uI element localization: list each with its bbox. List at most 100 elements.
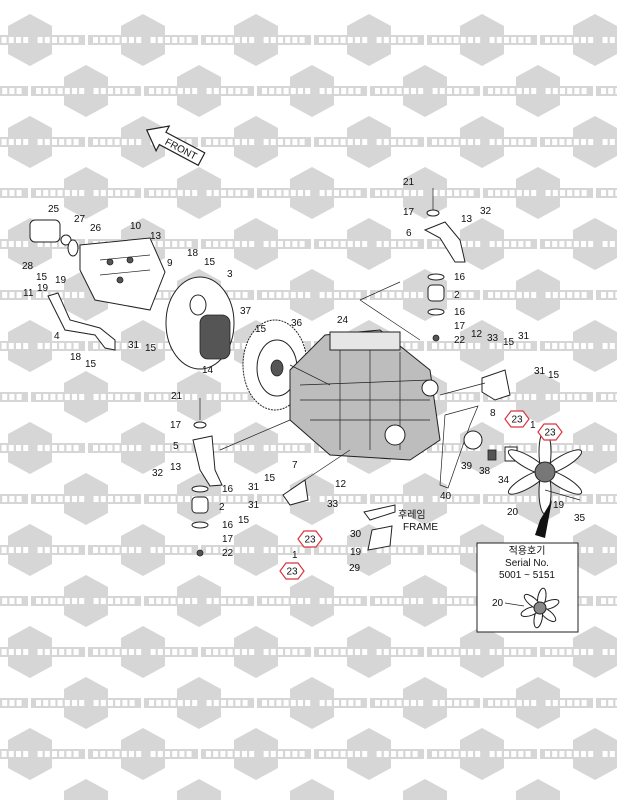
watermark-logo <box>314 728 424 780</box>
part-callout: 1 <box>292 550 298 561</box>
part-callout: 32 <box>480 206 492 217</box>
inset-pointer <box>535 500 552 538</box>
mount-bracket-right <box>481 369 511 401</box>
part-callout: 32 <box>152 468 164 479</box>
frame-label-korean: 후레임 <box>398 508 426 521</box>
watermark-logo <box>31 65 141 117</box>
part-callout: 38 <box>479 466 491 477</box>
part-callout: 16 <box>454 307 466 318</box>
watermark-logo <box>403 779 447 800</box>
watermark-logo <box>290 779 334 800</box>
watermark-logo <box>370 677 480 729</box>
part-callout: 21 <box>403 177 415 188</box>
mount-bracket-left <box>282 479 309 506</box>
watermark-logo <box>144 575 254 627</box>
part-callout: 16 <box>454 272 466 283</box>
part-callout: 16 <box>222 484 234 495</box>
part-callout: 31 <box>518 331 530 342</box>
front-arrow: FRONT <box>145 125 206 167</box>
watermark-logo <box>540 116 617 168</box>
watermark-logo <box>201 116 311 168</box>
watermark-logo <box>483 371 593 423</box>
part-callout: 28 <box>22 261 34 272</box>
part-callout: 12 <box>335 479 347 490</box>
part-callout: 17 <box>170 420 182 431</box>
part-callout: 5 <box>173 441 179 452</box>
watermark-logo <box>31 371 141 423</box>
watermark-logo <box>201 14 311 66</box>
part-callout: 24 <box>337 315 349 326</box>
watermark-logo <box>483 65 593 117</box>
highlighted-part-label: 23 <box>511 415 523 426</box>
watermark-logo <box>88 422 198 474</box>
watermark-logo <box>483 167 593 219</box>
watermark-logo <box>201 218 311 270</box>
watermark-logo <box>314 14 424 66</box>
part-callout: 13 <box>170 462 182 473</box>
hydraulic-pump <box>29 219 166 311</box>
part-callout: 6 <box>406 228 412 239</box>
part-callout: 1 <box>530 420 536 431</box>
watermark-logo <box>0 728 85 780</box>
fan-pulley <box>463 430 483 450</box>
watermark-logo <box>370 575 480 627</box>
watermark-logo <box>540 626 617 678</box>
part-callout: 22 <box>222 548 234 559</box>
watermark-logo <box>427 218 537 270</box>
watermark-logo <box>0 290 28 300</box>
watermark-logo <box>596 290 617 300</box>
highlighted-part-callout: 23 <box>297 530 323 548</box>
watermark-logo <box>257 269 367 321</box>
watermark-logo <box>483 269 593 321</box>
watermark-logo <box>427 14 537 66</box>
part-callout: 15 <box>145 343 157 354</box>
watermark-logo <box>88 728 198 780</box>
part-callout: 39 <box>461 461 473 472</box>
part-callout: 34 <box>498 475 510 486</box>
watermark-logo <box>0 524 85 576</box>
watermark-logo <box>596 698 617 708</box>
part-callout: 30 <box>350 529 362 540</box>
watermark-logo <box>483 677 593 729</box>
watermark-logo <box>31 473 141 525</box>
watermark-logo <box>144 65 254 117</box>
part-callout: 40 <box>440 491 452 502</box>
inset-part-label: 20 <box>492 598 504 609</box>
part-callout: 15 <box>36 272 48 283</box>
part-callout: 17 <box>403 207 415 218</box>
part-callout: 8 <box>490 408 496 419</box>
watermark-logo <box>0 320 85 372</box>
watermark-logo <box>314 626 424 678</box>
watermark-logo <box>370 65 480 117</box>
part-callout: 14 <box>202 365 214 376</box>
flywheel-housing <box>165 276 235 370</box>
spacer <box>487 449 497 461</box>
watermark-logo <box>0 494 28 504</box>
part-callout: 31 <box>248 482 260 493</box>
highlighted-part-callout: 23 <box>537 423 563 441</box>
part-callout: 15 <box>85 359 97 370</box>
watermark-logo <box>427 626 537 678</box>
part-callout: 22 <box>454 335 466 346</box>
part-callout: 19 <box>350 547 362 558</box>
serial-inset-box: 적용호기 Serial No. 5001 ~ 5151 20 <box>476 542 579 633</box>
watermark-logo <box>540 320 617 372</box>
part-callout: 26 <box>90 223 102 234</box>
part-callout: 16 <box>222 520 234 531</box>
frame-label: FRAME <box>403 522 438 533</box>
watermark-logo <box>31 167 141 219</box>
watermark-logo <box>201 728 311 780</box>
part-callout: 13 <box>461 214 473 225</box>
watermark-logo <box>427 320 537 372</box>
watermark-logo <box>177 779 221 800</box>
watermark-logo <box>144 371 254 423</box>
watermark-logo <box>427 728 537 780</box>
watermark-logo <box>0 116 85 168</box>
watermark-logo <box>596 494 617 504</box>
part-callout: 18 <box>70 352 82 363</box>
watermark-logo <box>88 626 198 678</box>
part-callout: 31 <box>128 340 140 351</box>
watermark-logo <box>88 320 198 372</box>
